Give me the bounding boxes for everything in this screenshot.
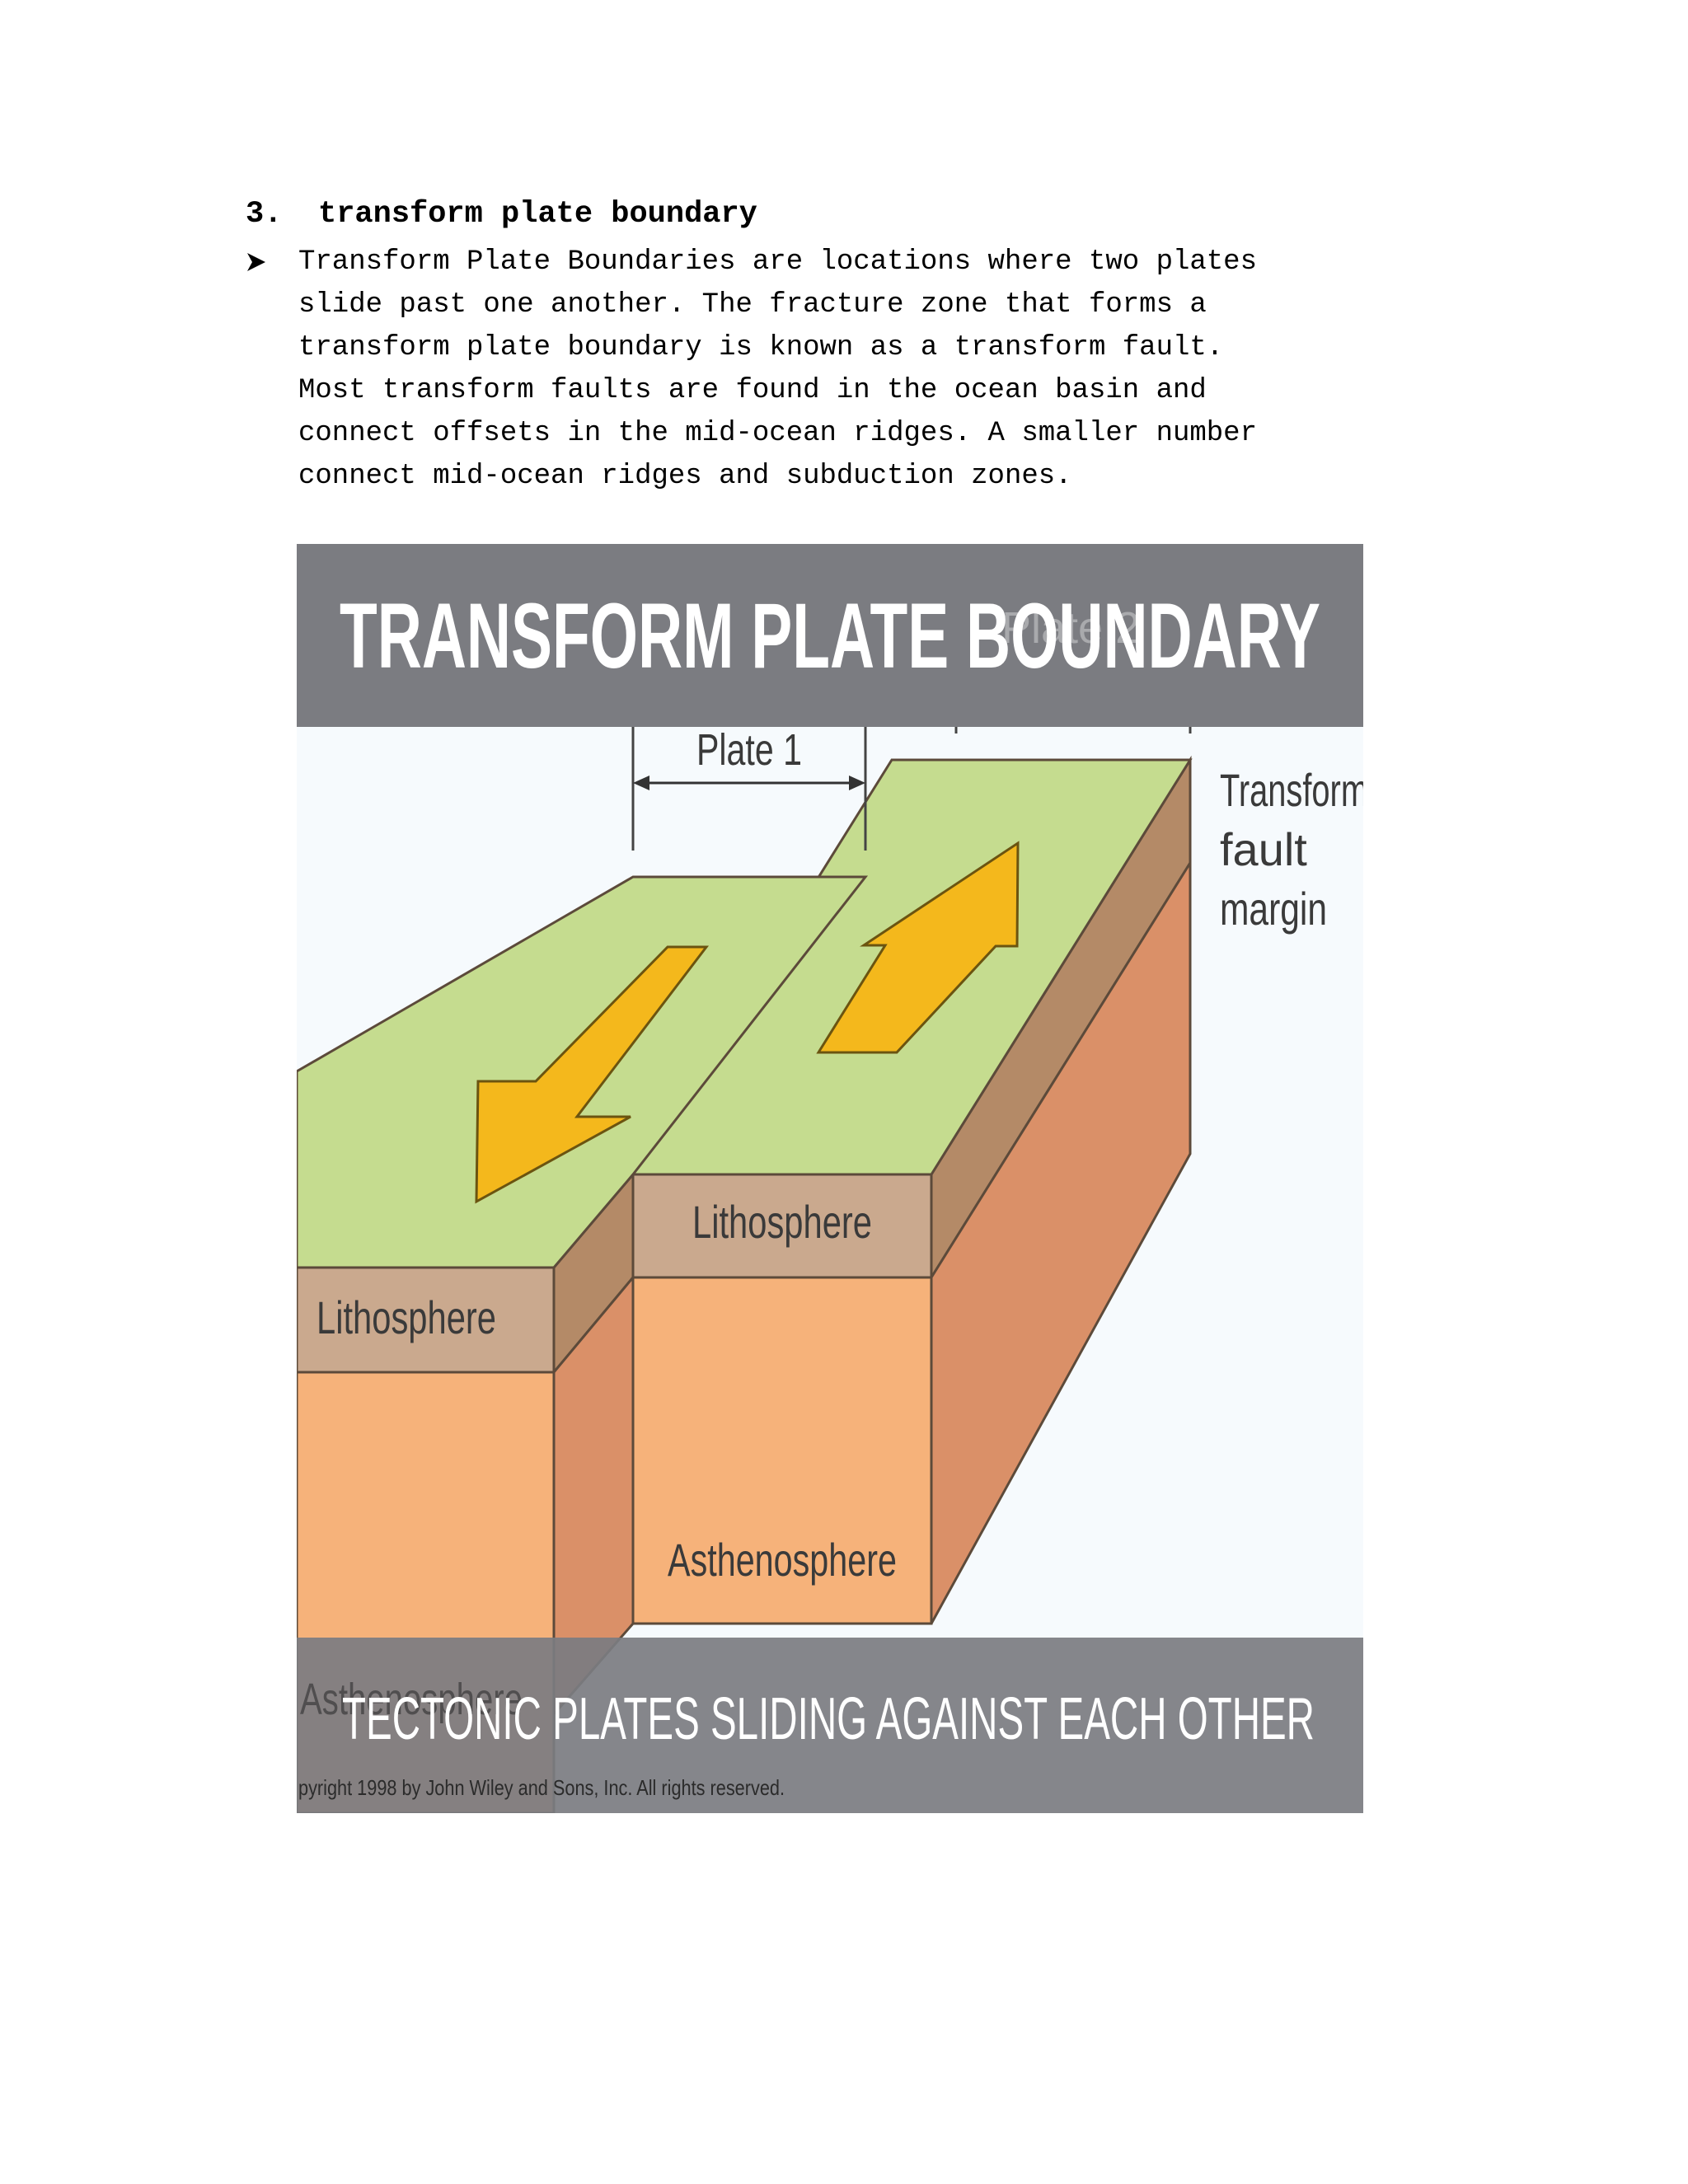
- section-title: transform plate boundary: [318, 197, 757, 232]
- banner-title: TRANSFORM PLATE BOUNDARY: [340, 584, 1320, 687]
- transform-label-line1: Transform: [1220, 764, 1363, 816]
- plate1-label: Plate 1: [696, 725, 802, 775]
- paragraph-line: slide past one another. The fracture zon…: [298, 289, 1207, 321]
- title-banner: [297, 544, 1363, 727]
- section-number: 3.: [246, 197, 283, 232]
- back-asthenosphere-side: [930, 858, 1192, 1624]
- up-arrow-icon: [816, 841, 1020, 1054]
- asthenosphere-front-label: Asthenosphere: [300, 1675, 523, 1724]
- paragraph-line: Transform Plate Boundaries are locations…: [298, 246, 1257, 278]
- bullet-paragraph: Transform Plate Boundaries are locations…: [298, 241, 1526, 498]
- paragraph-line: connect offsets in the mid-ocean ridges.…: [298, 418, 1257, 449]
- plate2-label: Plate 2: [1001, 603, 1140, 653]
- section-heading: 3. transform plate boundary: [246, 194, 757, 234]
- transform-label-line2: fault: [1220, 823, 1307, 875]
- footer-caption: TECTONIC PLATES SLIDING AGAINST EACH OTH…: [342, 1686, 1315, 1752]
- lithosphere-back-label: Lithosphere: [692, 1196, 872, 1248]
- paragraph-line: transform plate boundary is known as a t…: [298, 332, 1224, 363]
- transform-boundary-diagram: TRANSFORM PLATE BOUNDARY Plate 2 Plate 1…: [297, 544, 1363, 1813]
- transform-label-line3: margin: [1220, 883, 1327, 935]
- lithosphere-front-label: Lithosphere: [316, 1291, 496, 1343]
- asthenosphere-back-label: Asthenosphere: [668, 1534, 897, 1586]
- arrowhead-bullet-icon: [246, 241, 279, 288]
- paragraph-line: connect mid-ocean ridges and subduction …: [298, 461, 1072, 492]
- copyright-notice: pyright 1998 by John Wiley and Sons, Inc…: [298, 1775, 785, 1800]
- paragraph-line: Most transform faults are found in the o…: [298, 375, 1207, 406]
- caption-banner: [297, 1638, 1363, 1813]
- down-arrow-icon: [475, 945, 710, 1204]
- transform-boundary-figure: TRANSFORM PLATE BOUNDARY Plate 2 Plate 1…: [297, 544, 1363, 1813]
- front-asthenosphere-side: [552, 1273, 635, 1718]
